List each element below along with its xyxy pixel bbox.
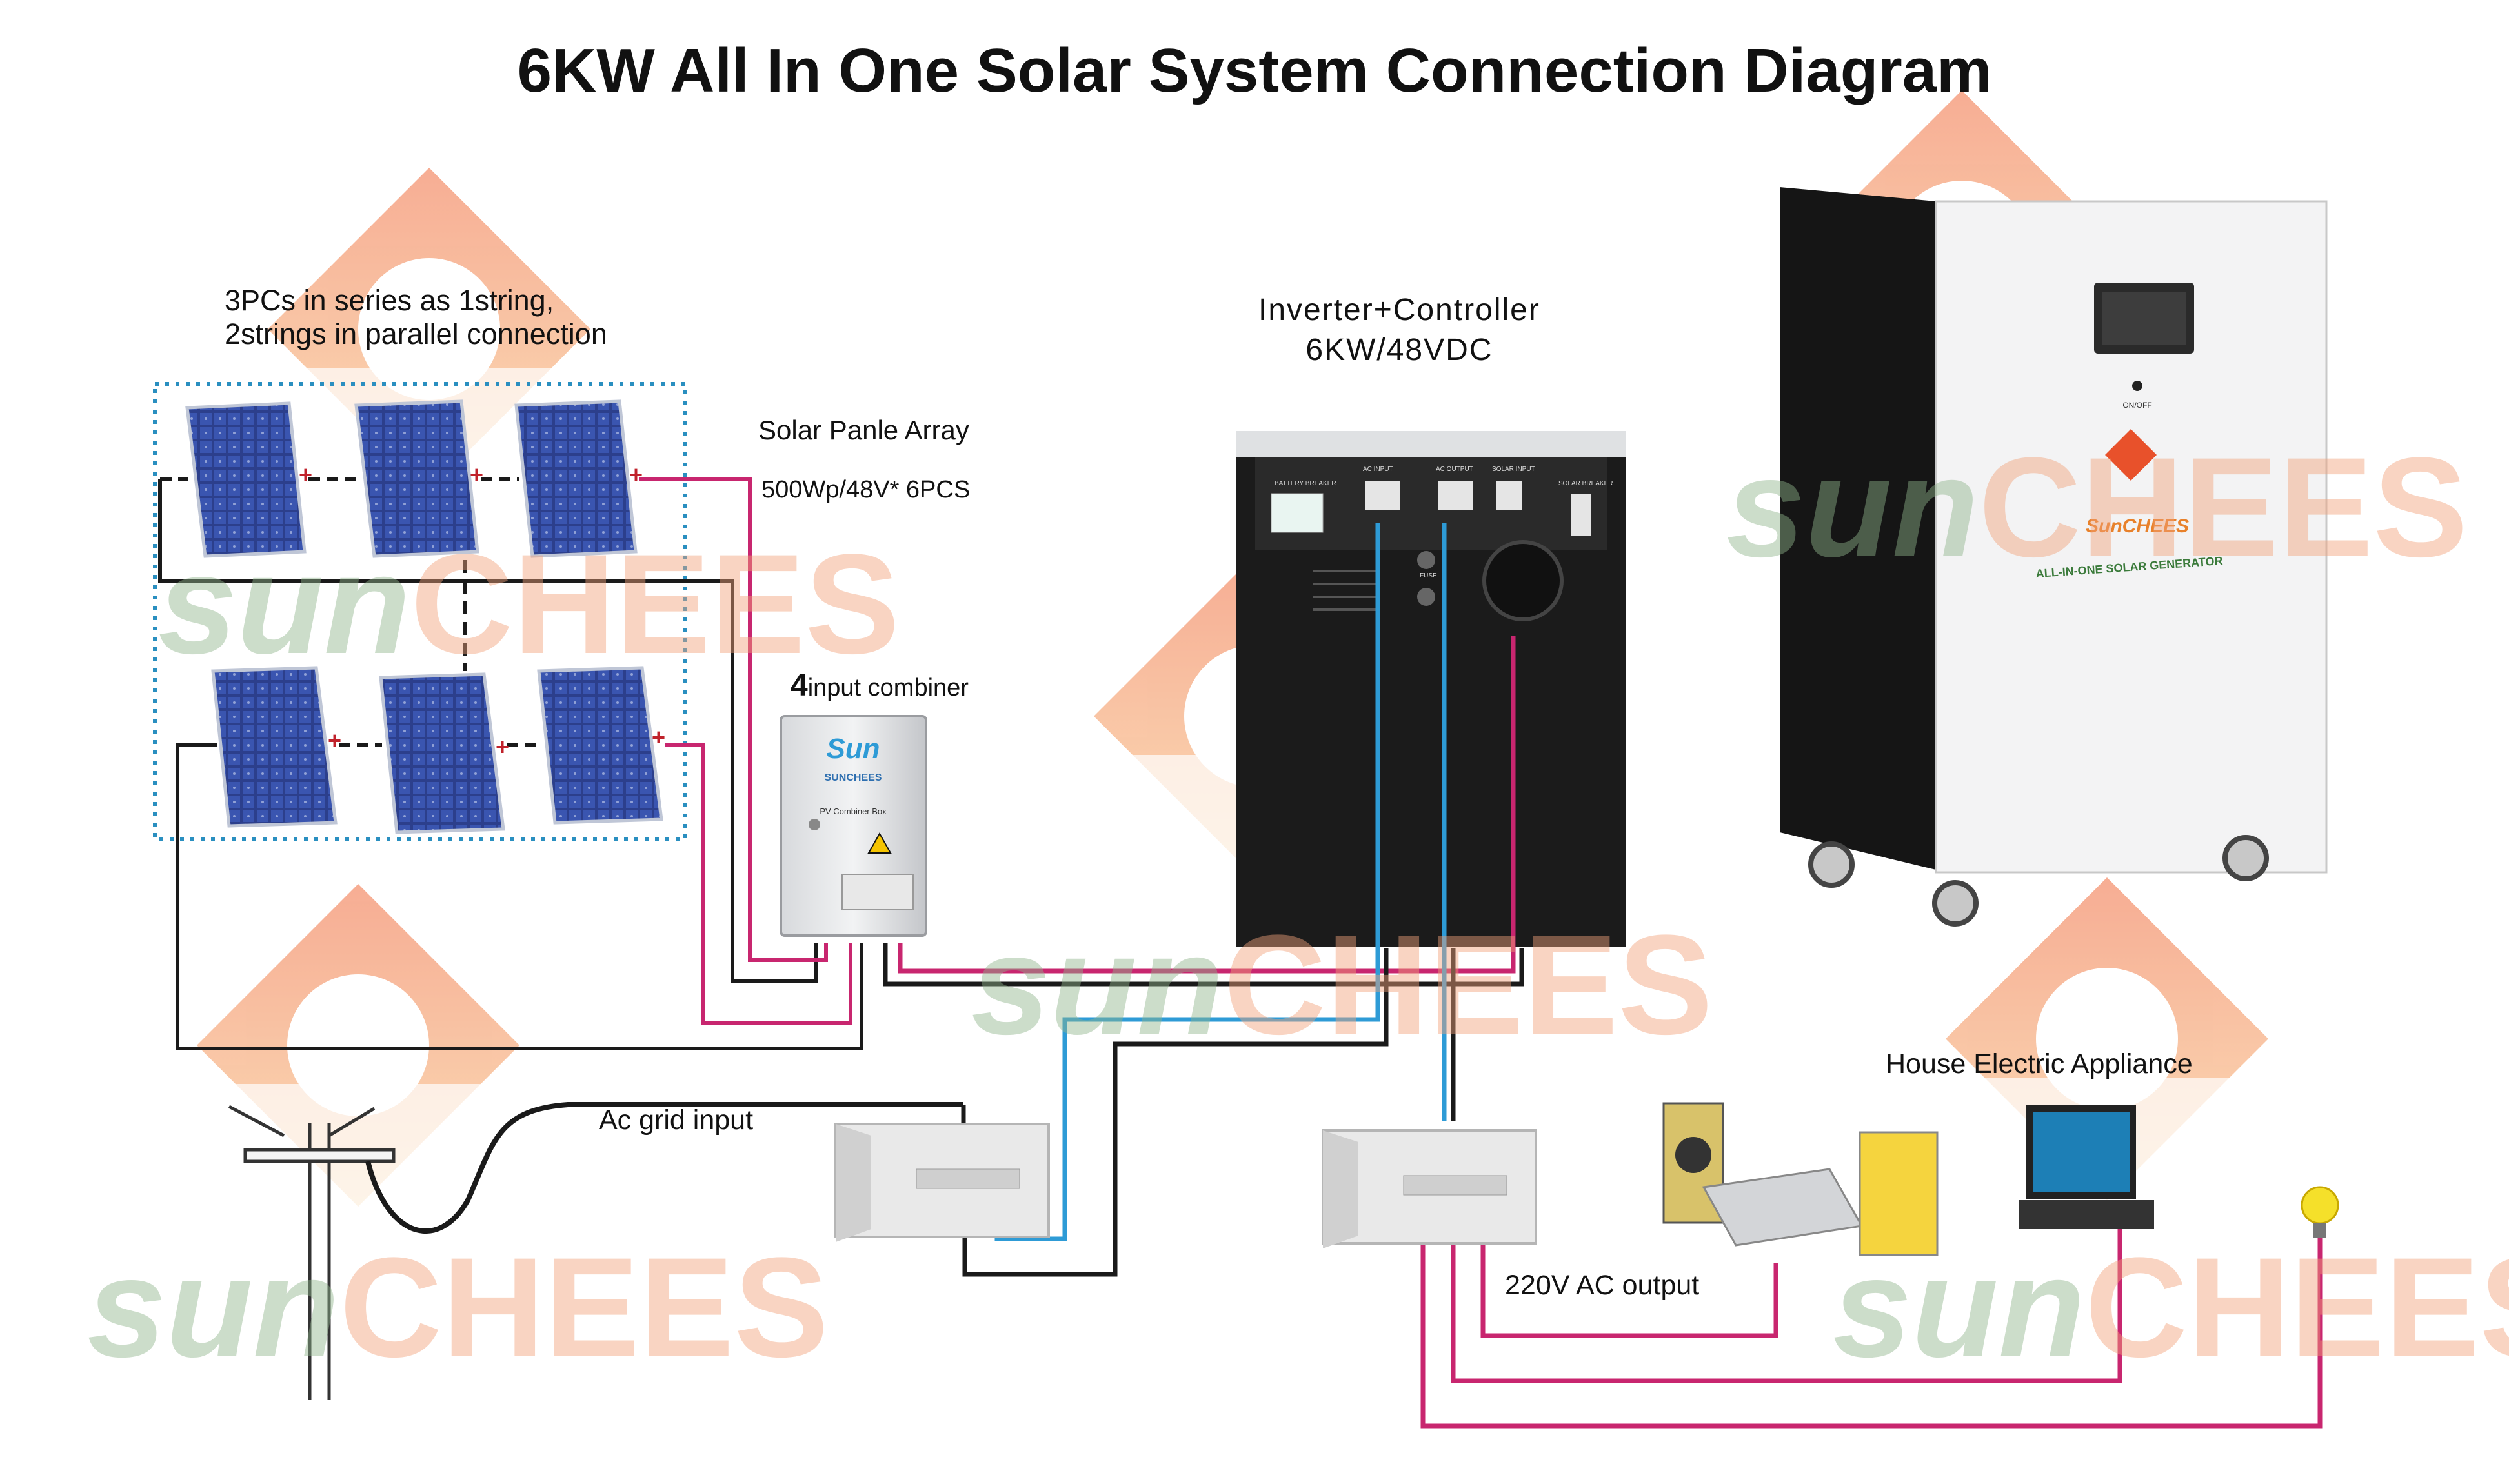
utility-pole bbox=[228, 1105, 396, 1400]
cooling-fan bbox=[1482, 540, 1564, 621]
solar-panels bbox=[185, 399, 663, 834]
grid-input-label: Ac grid input bbox=[599, 1105, 754, 1136]
plus-mark: + bbox=[299, 461, 312, 488]
generator-logo-icon bbox=[2105, 429, 2157, 481]
array-wiring bbox=[158, 477, 863, 1050]
computer-base-icon bbox=[2019, 1200, 2154, 1229]
combiner-label: 4input combiner bbox=[791, 668, 969, 703]
combiner-warning-label bbox=[841, 874, 914, 910]
ac-output-terminals bbox=[1438, 481, 1473, 510]
ac-output-label: 220V AC output bbox=[1505, 1270, 1700, 1301]
caster-wheel bbox=[2222, 835, 2269, 881]
series-note-line: 2strings in parallel connection bbox=[225, 317, 607, 350]
page-title: 6KW All In One Solar System Connection D… bbox=[517, 36, 1992, 105]
grid-distribution-box bbox=[834, 1123, 1050, 1242]
plus-mark: + bbox=[496, 734, 509, 760]
generator-brand: SunCHEES bbox=[2086, 516, 2189, 537]
fuse-2 bbox=[1417, 588, 1435, 606]
solar-panel bbox=[379, 672, 505, 834]
watermark-text: sunCHEES bbox=[1726, 428, 2468, 587]
inverter-label-line2: 6KW/48VDC bbox=[1305, 333, 1493, 367]
inverter-panel-label: SOLAR INPUT bbox=[1492, 466, 1535, 473]
plus-mark: + bbox=[470, 461, 483, 488]
combiner-box-text: PV Combiner Box bbox=[820, 807, 887, 816]
plus-mark: + bbox=[328, 727, 341, 754]
solar-panel bbox=[185, 401, 307, 558]
power-button-icon bbox=[2132, 381, 2142, 391]
inverter-panel-label: AC INPUT bbox=[1363, 466, 1393, 473]
combiner-brand-sub: SUNCHEES bbox=[825, 772, 882, 783]
watermark-text: sunCHEES bbox=[971, 905, 1713, 1064]
lock-icon bbox=[809, 819, 820, 830]
watermark-text: sunCHEES bbox=[87, 1228, 829, 1387]
combiner-box: Sun SUNCHEES PV Combiner Box bbox=[780, 715, 927, 937]
plus-mark: + bbox=[629, 461, 643, 488]
watermark-text: sunCHEES bbox=[1833, 1228, 2509, 1387]
combiner-count: 4 bbox=[791, 668, 808, 703]
inverter-label: Inverter+Controller 6KW/48VDC bbox=[1258, 290, 1540, 370]
sun-logo-watermark-4 bbox=[197, 884, 519, 1207]
terminal-marks: + + + + + + bbox=[299, 461, 665, 760]
array-pink-wiring bbox=[639, 477, 852, 1025]
grid-input-cable bbox=[365, 1102, 963, 1234]
house-appliance-label: House Electric Appliance bbox=[1886, 1048, 2193, 1079]
inverter-wiring bbox=[883, 523, 2323, 1429]
fuse-1 bbox=[1417, 551, 1435, 569]
caster-wheel bbox=[1932, 880, 1979, 927]
solar-array-spec: 500Wp/48V* 6PCS bbox=[761, 476, 971, 503]
caster-wheel bbox=[1808, 841, 1855, 888]
light-bulb-icon bbox=[2301, 1186, 2339, 1225]
house-appliances bbox=[1662, 1102, 2339, 1256]
combiner-brand: Sun bbox=[826, 733, 880, 765]
generator-switch-label: ON/OFF bbox=[2122, 401, 2151, 410]
inverter-unit: BATTERY BREAKER AC INPUT AC OUTPUT SOLAR… bbox=[1236, 431, 1626, 947]
ac-input-terminals bbox=[1365, 481, 1400, 510]
computer-monitor-icon bbox=[2026, 1105, 2136, 1199]
inverter-panel-label: SOLAR BREAKER bbox=[1558, 480, 1613, 487]
solar-generator-cabinet: ON/OFF SunCHEES ALL-IN-ONE SOLAR GENERAT… bbox=[1780, 187, 2328, 927]
solar-input-terminals bbox=[1496, 481, 1522, 510]
plus-mark: + bbox=[652, 724, 665, 750]
inverter-panel-label: AC OUTPUT bbox=[1436, 466, 1473, 473]
solar-panel bbox=[514, 399, 638, 558]
combiner-label-text: input combiner bbox=[807, 674, 969, 701]
vent-grille bbox=[1313, 570, 1378, 611]
watermark-text: sunCHEES bbox=[158, 525, 900, 683]
inverter-panel-label: BATTERY BREAKER bbox=[1275, 480, 1336, 487]
array-dotted-border bbox=[153, 382, 687, 841]
solar-array-label: Solar Panle Array bbox=[758, 415, 969, 445]
speaker-icon bbox=[1859, 1131, 1939, 1256]
inverter-label-line1: Inverter+Controller bbox=[1258, 293, 1540, 327]
solar-panel bbox=[537, 666, 663, 825]
solar-panel bbox=[211, 666, 338, 828]
sun-logo-watermark-1 bbox=[268, 168, 590, 490]
series-note-line: 3PCs in series as 1string, bbox=[225, 284, 554, 317]
solar-breaker bbox=[1571, 494, 1591, 536]
inverter-panel-label: FUSE bbox=[1420, 572, 1437, 579]
warning-icon bbox=[867, 832, 892, 854]
solar-panel bbox=[354, 399, 479, 558]
battery-breaker bbox=[1271, 493, 1324, 533]
series-note: 3PCs in series as 1string, 2strings in p… bbox=[225, 284, 607, 351]
ac-output-distribution-box bbox=[1322, 1129, 1537, 1248]
